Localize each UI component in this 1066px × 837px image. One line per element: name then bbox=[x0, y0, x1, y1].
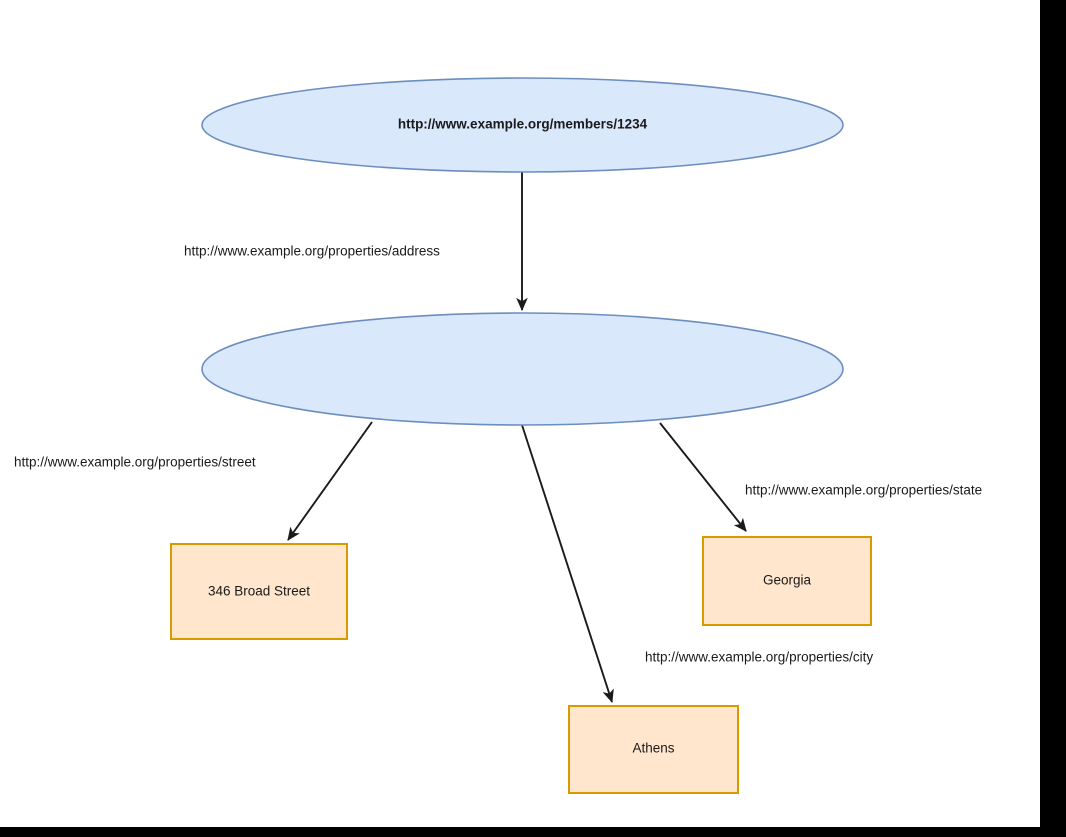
edge-street: http://www.example.org/properties/street bbox=[14, 421, 373, 541]
blank-ellipse-shape[interactable] bbox=[201, 312, 844, 426]
state-literal-label: Georgia bbox=[763, 573, 812, 588]
node-state-literal[interactable]: Georgia bbox=[702, 536, 872, 626]
edge-address: http://www.example.org/properties/addres… bbox=[184, 172, 528, 312]
diagram-canvas: http://www.example.org/properties/addres… bbox=[0, 0, 1040, 827]
edge-city: http://www.example.org/properties/city bbox=[521, 424, 873, 704]
city-literal-shape[interactable] bbox=[568, 705, 739, 794]
street-literal-label: 346 Broad Street bbox=[208, 584, 310, 599]
node-member-resource[interactable]: http://www.example.org/members/1234 bbox=[201, 77, 844, 173]
member-ellipse-shape[interactable] bbox=[201, 77, 844, 173]
edge-street-line bbox=[287, 421, 373, 541]
node-city-literal[interactable]: Athens bbox=[568, 705, 739, 794]
edge-address-label: http://www.example.org/properties/addres… bbox=[184, 244, 440, 259]
state-literal-shape[interactable] bbox=[702, 536, 872, 626]
rdf-graph-svg: http://www.example.org/properties/addres… bbox=[14, 77, 982, 794]
street-literal-shape[interactable] bbox=[170, 543, 348, 640]
node-blank-resource[interactable] bbox=[201, 312, 844, 426]
city-literal-label: Athens bbox=[632, 741, 674, 756]
node-street-literal[interactable]: 346 Broad Street bbox=[170, 543, 348, 640]
edge-state: http://www.example.org/properties/state bbox=[659, 422, 982, 532]
edge-city-label: http://www.example.org/properties/city bbox=[645, 650, 873, 665]
edge-city-line bbox=[521, 424, 614, 704]
member-ellipse-label: http://www.example.org/members/1234 bbox=[398, 117, 648, 132]
edge-state-label: http://www.example.org/properties/state bbox=[745, 483, 982, 498]
edge-state-line bbox=[659, 422, 747, 532]
edge-street-label: http://www.example.org/properties/street bbox=[14, 455, 256, 470]
